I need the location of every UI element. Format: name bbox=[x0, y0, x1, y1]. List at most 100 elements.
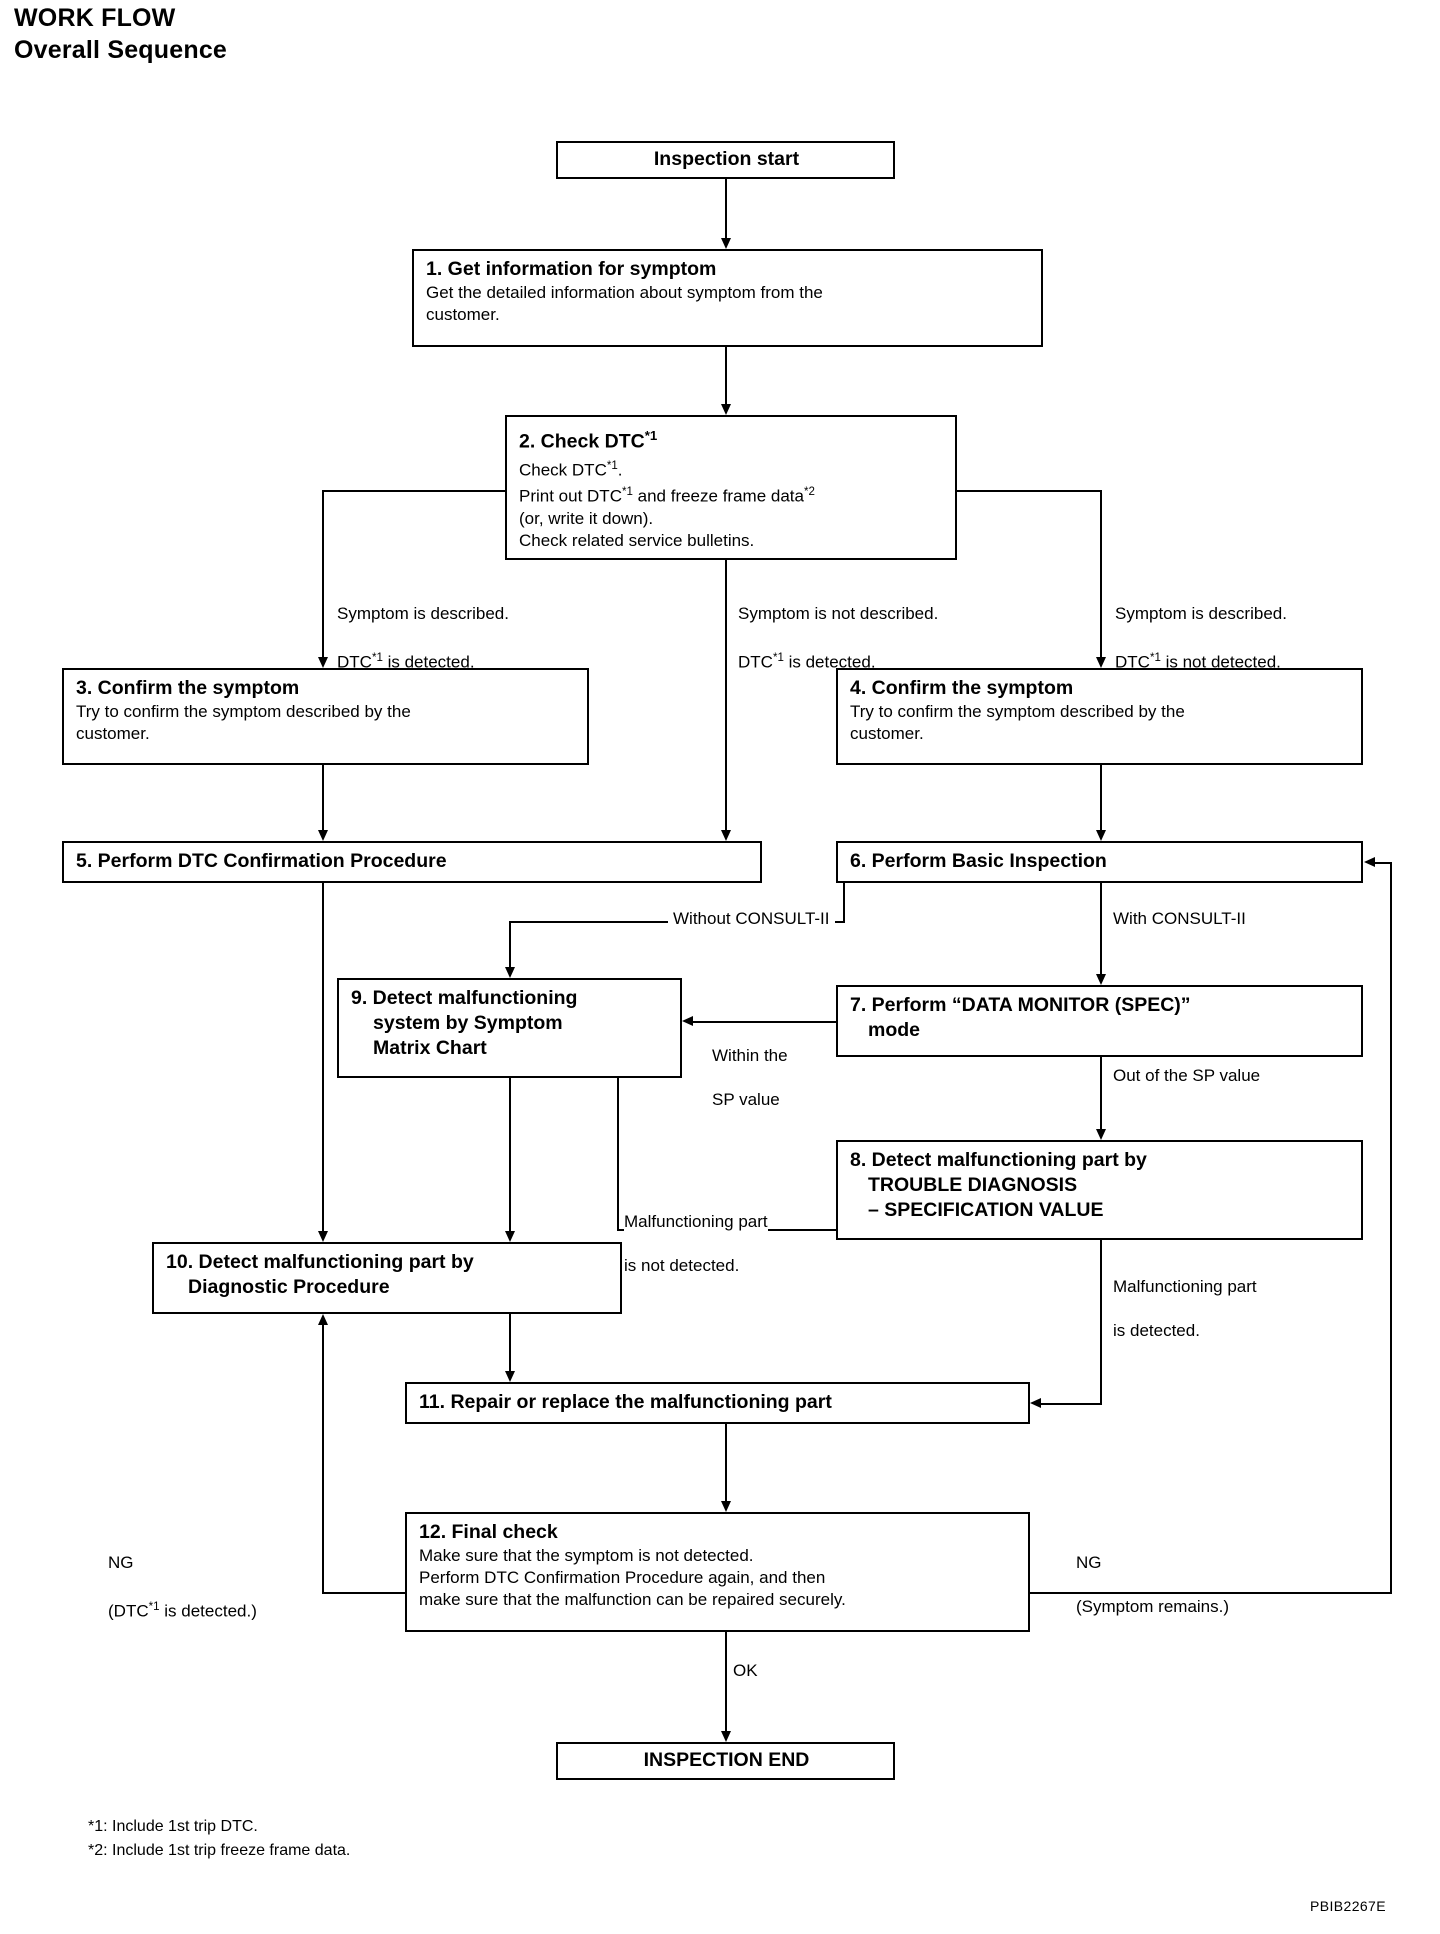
node-12-desc-line2: Perform DTC Confirmation Procedure again… bbox=[419, 1568, 826, 1587]
label-ng-left-line1: NG bbox=[108, 1553, 134, 1572]
edge-8-to-11-horizontal bbox=[1041, 1403, 1102, 1405]
node-4-confirm-symptom[interactable]: 4. Confirm the symptom Try to confirm th… bbox=[836, 668, 1363, 765]
edge-2-left-branch-vertical bbox=[322, 490, 324, 657]
label-within-sp-line1: Within the bbox=[712, 1046, 788, 1065]
node-inspection-end-label: INSPECTION END bbox=[643, 1749, 810, 1771]
edge-12-ng-left-horizontal bbox=[322, 1592, 407, 1594]
edge-7-to-8 bbox=[1100, 1057, 1102, 1129]
label-within-sp-value: Within the SP value bbox=[712, 1023, 788, 1133]
edge-6-without-consult-down2 bbox=[509, 921, 511, 967]
edge-12-ng-left-arrowhead bbox=[318, 1314, 328, 1325]
node-8-trouble-diagnosis-spec-value[interactable]: 8. Detect malfunctioning part by TROUBLE… bbox=[836, 1140, 1363, 1240]
node-1-get-information[interactable]: 1. Get information for symptom Get the d… bbox=[412, 249, 1043, 347]
node-4-desc-line2: customer. bbox=[850, 724, 924, 743]
node-8-title-line3: – SPECIFICATION VALUE bbox=[868, 1199, 1104, 1221]
node-2-desc-line3: (or, write it down). bbox=[519, 508, 654, 528]
label-without-consult: Without CONSULT-II bbox=[668, 908, 835, 930]
edge-12-ng-right-horizontal-bottom bbox=[1028, 1592, 1390, 1594]
node-4-desc-line1: Try to confirm the symptom described by … bbox=[850, 702, 1185, 721]
node-8-title-line1: 8. Detect malfunctioning part by bbox=[850, 1149, 1147, 1171]
node-5-dtc-confirmation-procedure[interactable]: 5. Perform DTC Confirmation Procedure bbox=[62, 841, 762, 883]
edge-7-to-9-horizontal bbox=[693, 1021, 837, 1023]
node-10-title-line2: Diagnostic Procedure bbox=[188, 1276, 390, 1298]
node-inspection-start[interactable]: Inspection start bbox=[556, 141, 895, 179]
node-3-confirm-symptom[interactable]: 3. Confirm the symptom Try to confirm th… bbox=[62, 668, 589, 765]
label-ng-left: NG (DTC*1 is detected.) bbox=[108, 1530, 257, 1645]
node-9-title-line3: Matrix Chart bbox=[373, 1037, 487, 1059]
label-branch-left-line2: DTC*1 is detected. bbox=[337, 652, 475, 672]
page-title: WORK FLOW bbox=[14, 4, 176, 32]
edge-2-right-branch-arrowhead bbox=[1096, 657, 1106, 668]
page-subtitle: Overall Sequence bbox=[14, 36, 228, 64]
label-with-consult: With CONSULT-II bbox=[1113, 909, 1246, 928]
node-2-title: 2. Check DTC*1 bbox=[519, 428, 658, 453]
node-2-desc-line2: Print out DTC*1 and freeze frame data*2 bbox=[519, 486, 815, 506]
label-ng-right-line2: (Symptom remains.) bbox=[1076, 1597, 1230, 1616]
node-11-repair-or-replace[interactable]: 11. Repair or replace the malfunctioning… bbox=[405, 1382, 1030, 1424]
edge-12-to-end-arrowhead bbox=[721, 1731, 731, 1742]
node-1-title: 1. Get information for symptom bbox=[426, 258, 717, 280]
node-7-title-line1: 7. Perform “DATA MONITOR (SPEC)” bbox=[850, 994, 1191, 1016]
edge-6-to-7 bbox=[1100, 883, 1102, 974]
edge-12-to-end bbox=[725, 1632, 727, 1731]
node-10-title-line1: 10. Detect malfunctioning part by bbox=[166, 1251, 474, 1273]
edge-6-without-consult-arrowhead bbox=[505, 967, 515, 978]
edge-2-left-branch-arrowhead bbox=[318, 657, 328, 668]
node-12-title: 12. Final check bbox=[419, 1521, 558, 1543]
edge-9-to-10-arrowhead bbox=[505, 1231, 515, 1242]
node-10-diagnostic-procedure[interactable]: 10. Detect malfunctioning part by Diagno… bbox=[152, 1242, 622, 1314]
node-12-desc-line3: make sure that the malfunction can be re… bbox=[419, 1590, 846, 1609]
node-12-final-check[interactable]: 12. Final check Make sure that the sympt… bbox=[405, 1512, 1030, 1632]
node-9-title-line1: 9. Detect malfunctioning bbox=[351, 987, 578, 1009]
edge-7-to-8-arrowhead bbox=[1096, 1129, 1106, 1140]
node-1-desc-line1: Get the detailed information about sympt… bbox=[426, 283, 823, 302]
figure-code: PBIB2267E bbox=[1310, 1898, 1386, 1914]
edge-4-to-6 bbox=[1100, 765, 1102, 830]
label-malf-detected-line1: Malfunctioning part bbox=[1113, 1277, 1257, 1296]
label-branch-mid: Symptom is not described. DTC*1 is detec… bbox=[738, 581, 938, 696]
node-11-title: 11. Repair or replace the malfunctioning… bbox=[419, 1391, 832, 1413]
edge-12-ng-right-arrowhead bbox=[1364, 857, 1375, 867]
label-within-sp-line2: SP value bbox=[712, 1090, 780, 1109]
edge-2-middle-branch-arrowhead bbox=[721, 830, 731, 841]
edge-2-middle-branch-vertical bbox=[725, 560, 727, 830]
edge-9-to-10 bbox=[509, 1078, 511, 1231]
edge-11-to-12 bbox=[725, 1424, 727, 1501]
node-9-symptom-matrix-chart[interactable]: 9. Detect malfunctioning system by Sympt… bbox=[337, 978, 682, 1078]
node-3-title: 3. Confirm the symptom bbox=[76, 677, 300, 699]
node-9-title-line2: system by Symptom bbox=[373, 1012, 563, 1034]
label-branch-left: Symptom is described. DTC*1 is detected. bbox=[337, 581, 509, 696]
edge-1-to-2-arrowhead bbox=[721, 404, 731, 415]
node-inspection-end[interactable]: INSPECTION END bbox=[556, 1742, 895, 1780]
node-6-basic-inspection[interactable]: 6. Perform Basic Inspection bbox=[836, 841, 1363, 883]
edge-11-to-12-arrowhead bbox=[721, 1501, 731, 1512]
label-ng-left-line2: (DTC*1 is detected.) bbox=[108, 1601, 257, 1621]
node-2-check-dtc[interactable]: 2. Check DTC*1 Check DTC*1. Print out DT… bbox=[505, 415, 957, 560]
node-7-data-monitor-spec[interactable]: 7. Perform “DATA MONITOR (SPEC)” mode bbox=[836, 985, 1363, 1057]
label-malf-not-detected-line1: Malfunctioning part bbox=[624, 1212, 768, 1231]
node-3-desc-line2: customer. bbox=[76, 724, 150, 743]
edge-8-to-11-vertical bbox=[1100, 1240, 1102, 1403]
edge-start-to-1-arrowhead bbox=[721, 238, 731, 249]
edge-2-right-branch-horizontal bbox=[956, 490, 1102, 492]
node-1-desc-line2: customer. bbox=[426, 305, 500, 324]
footnote-1: *1: Include 1st trip DTC. bbox=[88, 1818, 258, 1835]
node-2-desc-line1: Check DTC*1. bbox=[519, 459, 623, 480]
edge-10-to-11-arrowhead bbox=[505, 1371, 515, 1382]
label-out-of-sp-value: Out of the SP value bbox=[1113, 1066, 1261, 1085]
label-branch-mid-line1: Symptom is not described. bbox=[738, 604, 939, 623]
node-4-title: 4. Confirm the symptom bbox=[850, 677, 1074, 699]
label-malf-not-detected-line2: is not detected. bbox=[624, 1256, 740, 1275]
edge-7-to-9-arrowhead bbox=[682, 1016, 693, 1026]
edge-5-to-10 bbox=[322, 883, 324, 1231]
label-branch-left-line1: Symptom is described. bbox=[337, 604, 509, 623]
label-ng-right-line1: NG bbox=[1076, 1553, 1102, 1572]
node-12-desc-line1: Make sure that the symptom is not detect… bbox=[419, 1546, 754, 1565]
label-branch-mid-line2: DTC*1 is detected. bbox=[738, 652, 876, 672]
edge-12-ng-left-vertical bbox=[322, 1325, 324, 1593]
edge-5-to-10-arrowhead bbox=[318, 1231, 328, 1242]
node-3-desc-line1: Try to confirm the symptom described by … bbox=[76, 702, 411, 721]
label-ng-right: NG (Symptom remains.) bbox=[1076, 1530, 1229, 1640]
label-malf-detected-line2: is detected. bbox=[1113, 1321, 1200, 1340]
